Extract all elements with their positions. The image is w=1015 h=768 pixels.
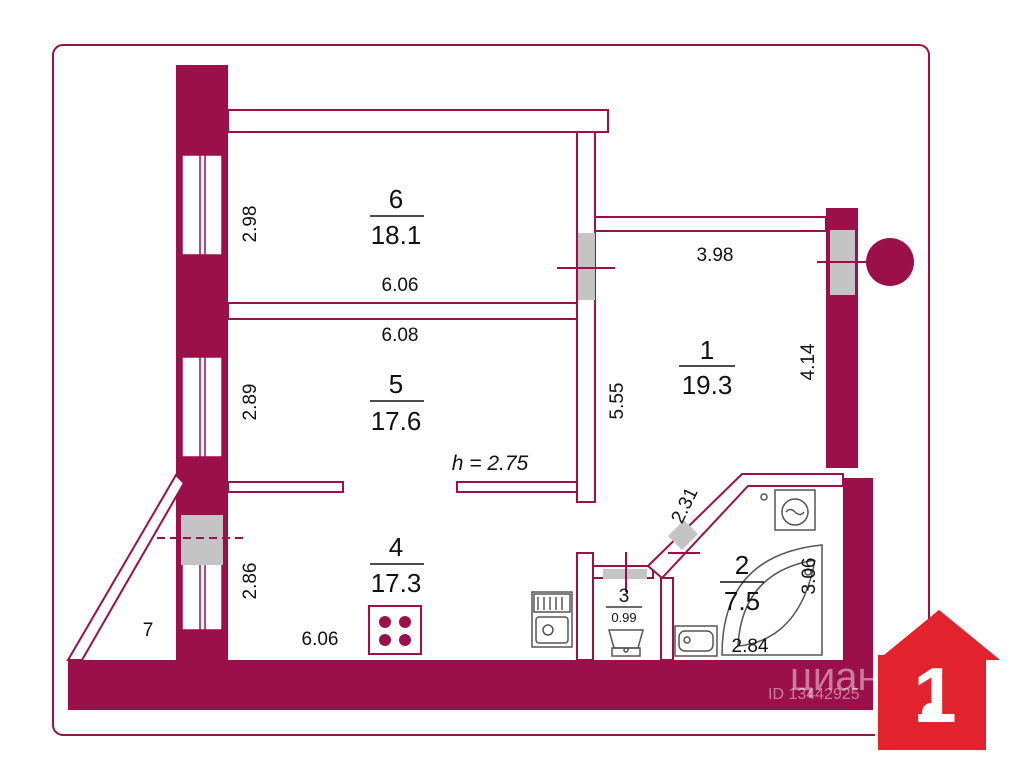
dim-bath-height: 3.06 [799, 558, 820, 595]
dimension-labels: 2.98 6.06 6.08 2.89 2.86 6.06 3.98 4.14 … [240, 206, 820, 657]
kitchen-sink-icon [531, 591, 573, 648]
watermark-brand: циан [790, 655, 880, 699]
room-2-number: 2 [735, 550, 749, 580]
dim-room5-width: 6.08 [382, 325, 419, 346]
washing-machine-icon [760, 489, 816, 531]
dim-partition-length: 5.55 [607, 383, 628, 420]
partition-walls [227, 109, 844, 661]
ceiling-height-label: h = 2.75 [452, 452, 529, 475]
room-3-number: 3 [619, 586, 630, 607]
dim-room4-width: 6.06 [302, 629, 339, 650]
room-1-number: 1 [700, 335, 714, 365]
plan-frame [52, 44, 930, 736]
room-1-area: 19.3 [682, 370, 733, 400]
logo-digit: 1 [913, 651, 956, 739]
dim-room4-height: 2.86 [240, 563, 261, 600]
dim-room1-width: 3.98 [697, 245, 734, 266]
guide-lines [157, 261, 872, 592]
room-3-area: 0.99 [611, 610, 636, 625]
room-5-number: 5 [389, 369, 403, 399]
dim-room5-height: 2.89 [240, 384, 261, 421]
room-7-number: 7 [143, 620, 154, 641]
dim-room6-width: 6.06 [382, 275, 419, 296]
room-6-area: 18.1 [371, 220, 422, 250]
windows [181, 154, 223, 631]
watermark-id: ID 13442925 [768, 686, 860, 703]
room-labels: 6 18.1 5 17.6 4 17.3 1 19.3 2 7.5 3 0.99… [143, 184, 764, 641]
house-key-icon: 1 [875, 607, 1003, 752]
dim-bath-width: 2.84 [732, 636, 769, 657]
electric-meter-icon [866, 238, 914, 286]
room-5-area: 17.6 [371, 406, 422, 436]
dim-room6-height: 2.98 [240, 206, 261, 243]
dim-room1-height: 4.14 [798, 343, 819, 380]
bathroom-sink-icon [674, 625, 718, 657]
room-4-area: 17.3 [371, 568, 422, 598]
bathtub-icon [721, 544, 823, 656]
room-6-number: 6 [389, 184, 403, 214]
room-4-number: 4 [389, 532, 403, 562]
gray-openings [181, 230, 855, 579]
balcony-wall [66, 473, 186, 661]
stove-icon [368, 605, 422, 655]
toilet-icon [608, 629, 644, 657]
room-2-area: 7.5 [724, 586, 760, 616]
watermark: циан ID 13442925 [768, 655, 880, 703]
